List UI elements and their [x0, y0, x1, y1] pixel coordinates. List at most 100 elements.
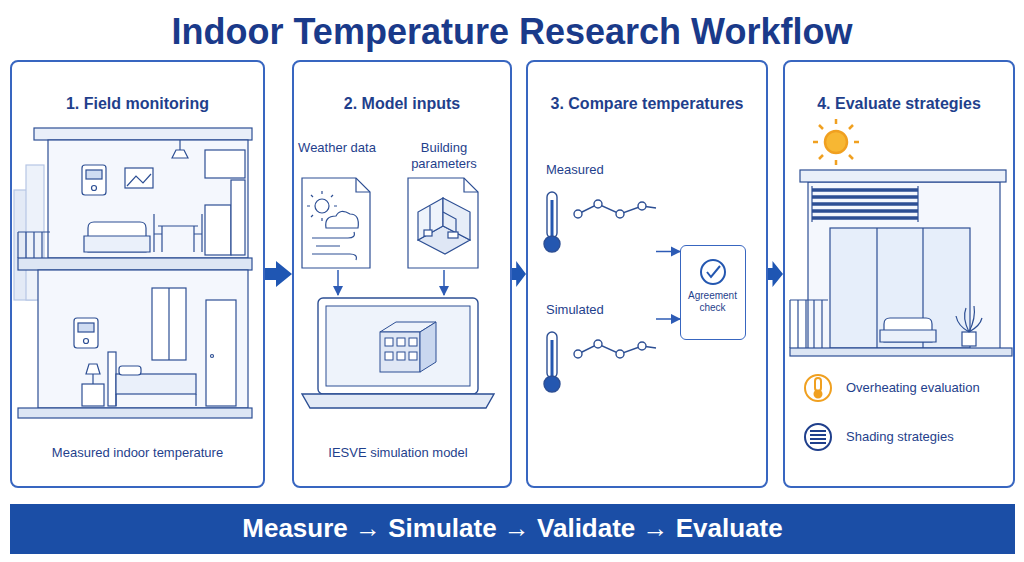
weather-document-icon-part	[356, 178, 370, 192]
simulated-thermometer-part	[551, 340, 554, 380]
laptop-illustration-part	[397, 338, 405, 346]
building-document-icon	[408, 178, 478, 268]
apartment-illustration-part	[205, 150, 245, 178]
block-arrow	[768, 261, 783, 287]
check-icon-part	[707, 266, 720, 277]
apartment-illustration-part	[211, 355, 214, 358]
laptop-illustration-part	[385, 352, 393, 360]
apartment-illustration-part	[92, 186, 97, 191]
node-text: Agreement check	[681, 290, 744, 314]
shaded-house-illustration-part	[830, 228, 970, 348]
measured-thermometer-part	[616, 210, 624, 218]
apartment-illustration-part	[158, 226, 198, 252]
apartment-illustration-part	[74, 318, 98, 348]
apartment-illustration-part	[127, 174, 151, 186]
simulated-thermometer-part	[616, 350, 624, 358]
node-text: 2. Model inputs	[294, 94, 510, 113]
apartment-illustration-part	[116, 374, 196, 394]
connector-line	[337, 270, 339, 295]
shaded-house-illustration-part	[790, 348, 1012, 356]
laptop-illustration-part	[380, 332, 420, 372]
simulated-thermometer-part	[544, 376, 560, 392]
shading-icon-part	[805, 424, 831, 450]
overheating-icon-part	[815, 391, 822, 398]
overheating-icon-part	[805, 375, 831, 401]
apartment-illustration-part	[18, 232, 50, 258]
measured-thermometer	[544, 192, 656, 252]
building-document-icon-part	[408, 178, 478, 268]
apartment-illustration-part	[206, 300, 236, 406]
check-icon-part	[701, 260, 725, 284]
measured-thermometer-part	[638, 202, 646, 210]
simulated-thermometer-part	[594, 340, 602, 348]
laptop-illustration-part	[409, 352, 417, 360]
simulated-thermometer	[544, 332, 656, 392]
measured-thermometer-part	[594, 200, 602, 208]
check-box: Agreement check	[680, 245, 746, 340]
overheating-icon-part	[815, 378, 821, 391]
building-document-icon-part	[424, 230, 432, 236]
apartment-illustration-part	[172, 150, 188, 158]
apartment-illustration-part	[82, 165, 106, 195]
diagram-title: Indoor Temperature Research Workflow	[0, 10, 1024, 53]
shaded-house-illustration-part	[800, 170, 1006, 182]
shaded-house-illustration-part	[790, 300, 828, 348]
laptop-illustration-part	[409, 338, 417, 346]
apartment-illustration-part	[179, 140, 180, 150]
check-icon	[701, 260, 725, 284]
summary-band: Measure → Simulate → Validate → Evaluate	[10, 504, 1015, 554]
weather-document-icon-part	[312, 232, 356, 260]
shaded-house-illustration-part	[962, 332, 976, 346]
connector-line	[443, 270, 445, 295]
apartment-illustration-part	[78, 323, 94, 332]
label-text: Overheating evaluation	[846, 380, 1011, 396]
node-text: Weather data	[298, 140, 376, 156]
connector-line	[656, 251, 680, 253]
apartment-illustration-part	[18, 408, 252, 418]
apartment-illustration-part	[82, 384, 104, 406]
apartment-illustration-part	[152, 288, 186, 360]
weather-document-icon	[302, 178, 370, 268]
simulated-thermometer-part	[574, 350, 582, 358]
node-text: 3. Compare temperatures	[528, 94, 766, 113]
node-text: IESVE simulation model	[300, 445, 496, 461]
apartment-illustration-part	[168, 288, 169, 360]
panel-box: 2. Model inputsWeather data Building para…	[292, 60, 512, 488]
building-document-icon-part	[448, 232, 458, 238]
apartment-illustration-part	[86, 170, 102, 179]
panel-box: 1. Field monitoringMeasured indoor tempe…	[10, 60, 265, 488]
building-document-icon-part	[464, 178, 478, 192]
connector-line	[656, 318, 680, 320]
measured-thermometer-part	[574, 210, 582, 218]
apartment-illustration-part	[108, 352, 116, 406]
sun-icon-part	[825, 131, 847, 153]
shaded-house-illustration-part	[812, 186, 918, 222]
weather-document-icon-part	[326, 211, 359, 228]
laptop-illustration-part	[385, 338, 393, 346]
apartment-illustration-part	[48, 140, 248, 258]
laptop-illustration-part	[326, 306, 470, 386]
sun-icon	[813, 119, 859, 165]
apartment-illustration-part	[116, 394, 196, 406]
node-text: Measured	[546, 162, 646, 178]
apartment-illustration-part	[92, 374, 93, 384]
node-text: Building parameters	[400, 140, 488, 171]
apartment-illustration-part	[38, 270, 248, 408]
apartment-illustration-part	[231, 180, 245, 255]
apartment-illustration	[14, 128, 252, 418]
sun-icon-part	[813, 119, 859, 165]
laptop-illustration	[302, 298, 494, 408]
label-text: Shading strategies	[846, 429, 1011, 445]
building-document-icon-part	[430, 206, 456, 233]
weather-document-icon-part	[302, 178, 370, 268]
apartment-illustration-part	[119, 366, 141, 375]
shaded-house-illustration-part	[808, 182, 1000, 350]
apartment-illustration-part	[86, 364, 100, 374]
apartment-illustration-part	[154, 214, 202, 252]
apartment-illustration-part	[34, 128, 252, 140]
apartment-illustration-part	[18, 258, 252, 270]
node-text: Simulated	[546, 302, 646, 318]
shading-icon-part	[810, 431, 826, 443]
